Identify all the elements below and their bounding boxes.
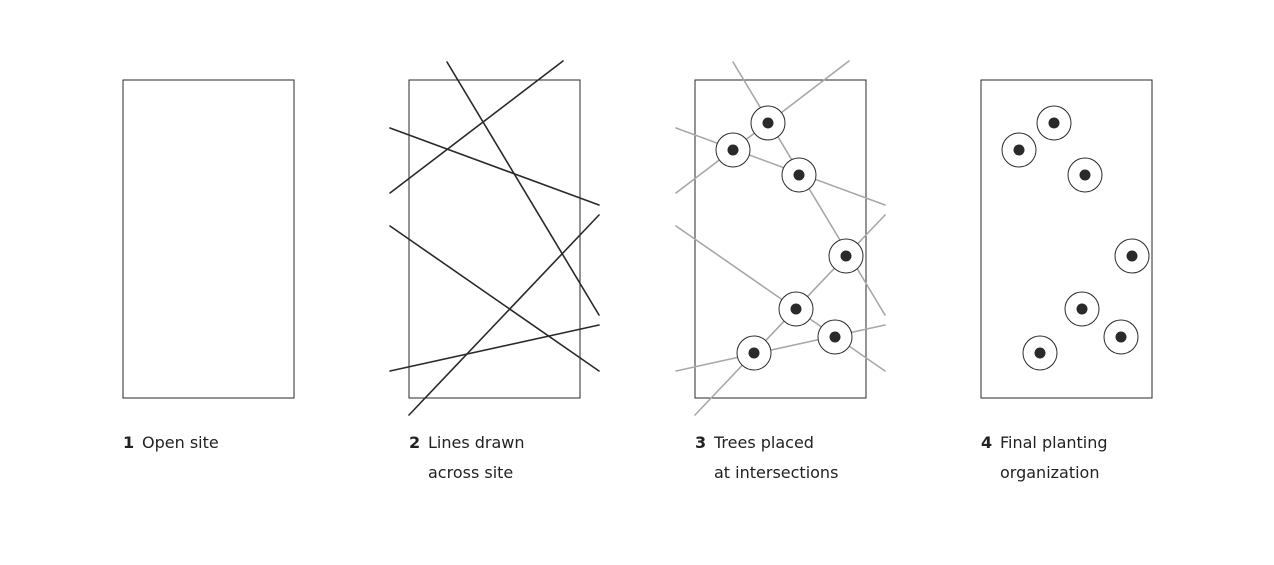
site-line bbox=[408, 214, 600, 416]
site-line bbox=[675, 225, 886, 372]
site-line bbox=[389, 225, 600, 372]
tree-marker bbox=[1067, 157, 1103, 193]
tree-marker bbox=[1064, 291, 1100, 327]
tree-marker bbox=[1001, 132, 1037, 168]
step-number: 2 bbox=[409, 433, 421, 452]
step-4-caption: 4 Final planting organization bbox=[981, 428, 1181, 488]
step-label: Open site bbox=[142, 433, 219, 452]
step-number: 4 bbox=[981, 433, 993, 452]
site-line bbox=[446, 61, 600, 316]
step-label: Trees placed bbox=[714, 433, 814, 452]
panel-lines-drawn bbox=[389, 60, 600, 416]
site-boundary bbox=[980, 79, 1153, 399]
tree-marker bbox=[778, 291, 814, 327]
tree-marker bbox=[750, 105, 786, 141]
step-3-caption: 3 Trees placed at intersections bbox=[695, 428, 895, 488]
tree-marker bbox=[1022, 335, 1058, 371]
tree-marker bbox=[715, 132, 751, 168]
site-line bbox=[389, 324, 600, 372]
step-label-continued: organization bbox=[1000, 463, 1100, 482]
step-number: 3 bbox=[695, 433, 707, 452]
site-line bbox=[675, 127, 886, 206]
site-boundary bbox=[122, 79, 295, 399]
panel-final-planting bbox=[980, 79, 1153, 399]
step-number: 1 bbox=[123, 433, 135, 452]
step-label-continued: at intersections bbox=[714, 463, 839, 482]
tree-marker bbox=[781, 157, 817, 193]
site-line bbox=[389, 60, 564, 194]
tree-marker bbox=[828, 238, 864, 274]
tree-marker bbox=[1103, 319, 1139, 355]
panel-open-site bbox=[122, 79, 295, 399]
step-label-continued: across site bbox=[428, 463, 514, 482]
tree-marker bbox=[1114, 238, 1150, 274]
tree-marker bbox=[1036, 105, 1072, 141]
site-boundary bbox=[408, 79, 581, 399]
panel-trees-placed bbox=[675, 60, 886, 416]
tree-marker bbox=[817, 319, 853, 355]
step-1-caption: 1 Open site bbox=[123, 428, 323, 488]
site-line bbox=[389, 127, 600, 206]
site-line bbox=[675, 324, 886, 372]
step-label: Lines drawn bbox=[428, 433, 525, 452]
step-label: Final planting bbox=[1000, 433, 1108, 452]
step-2-caption: 2 Lines drawn across site bbox=[409, 428, 609, 488]
tree-marker bbox=[736, 335, 772, 371]
